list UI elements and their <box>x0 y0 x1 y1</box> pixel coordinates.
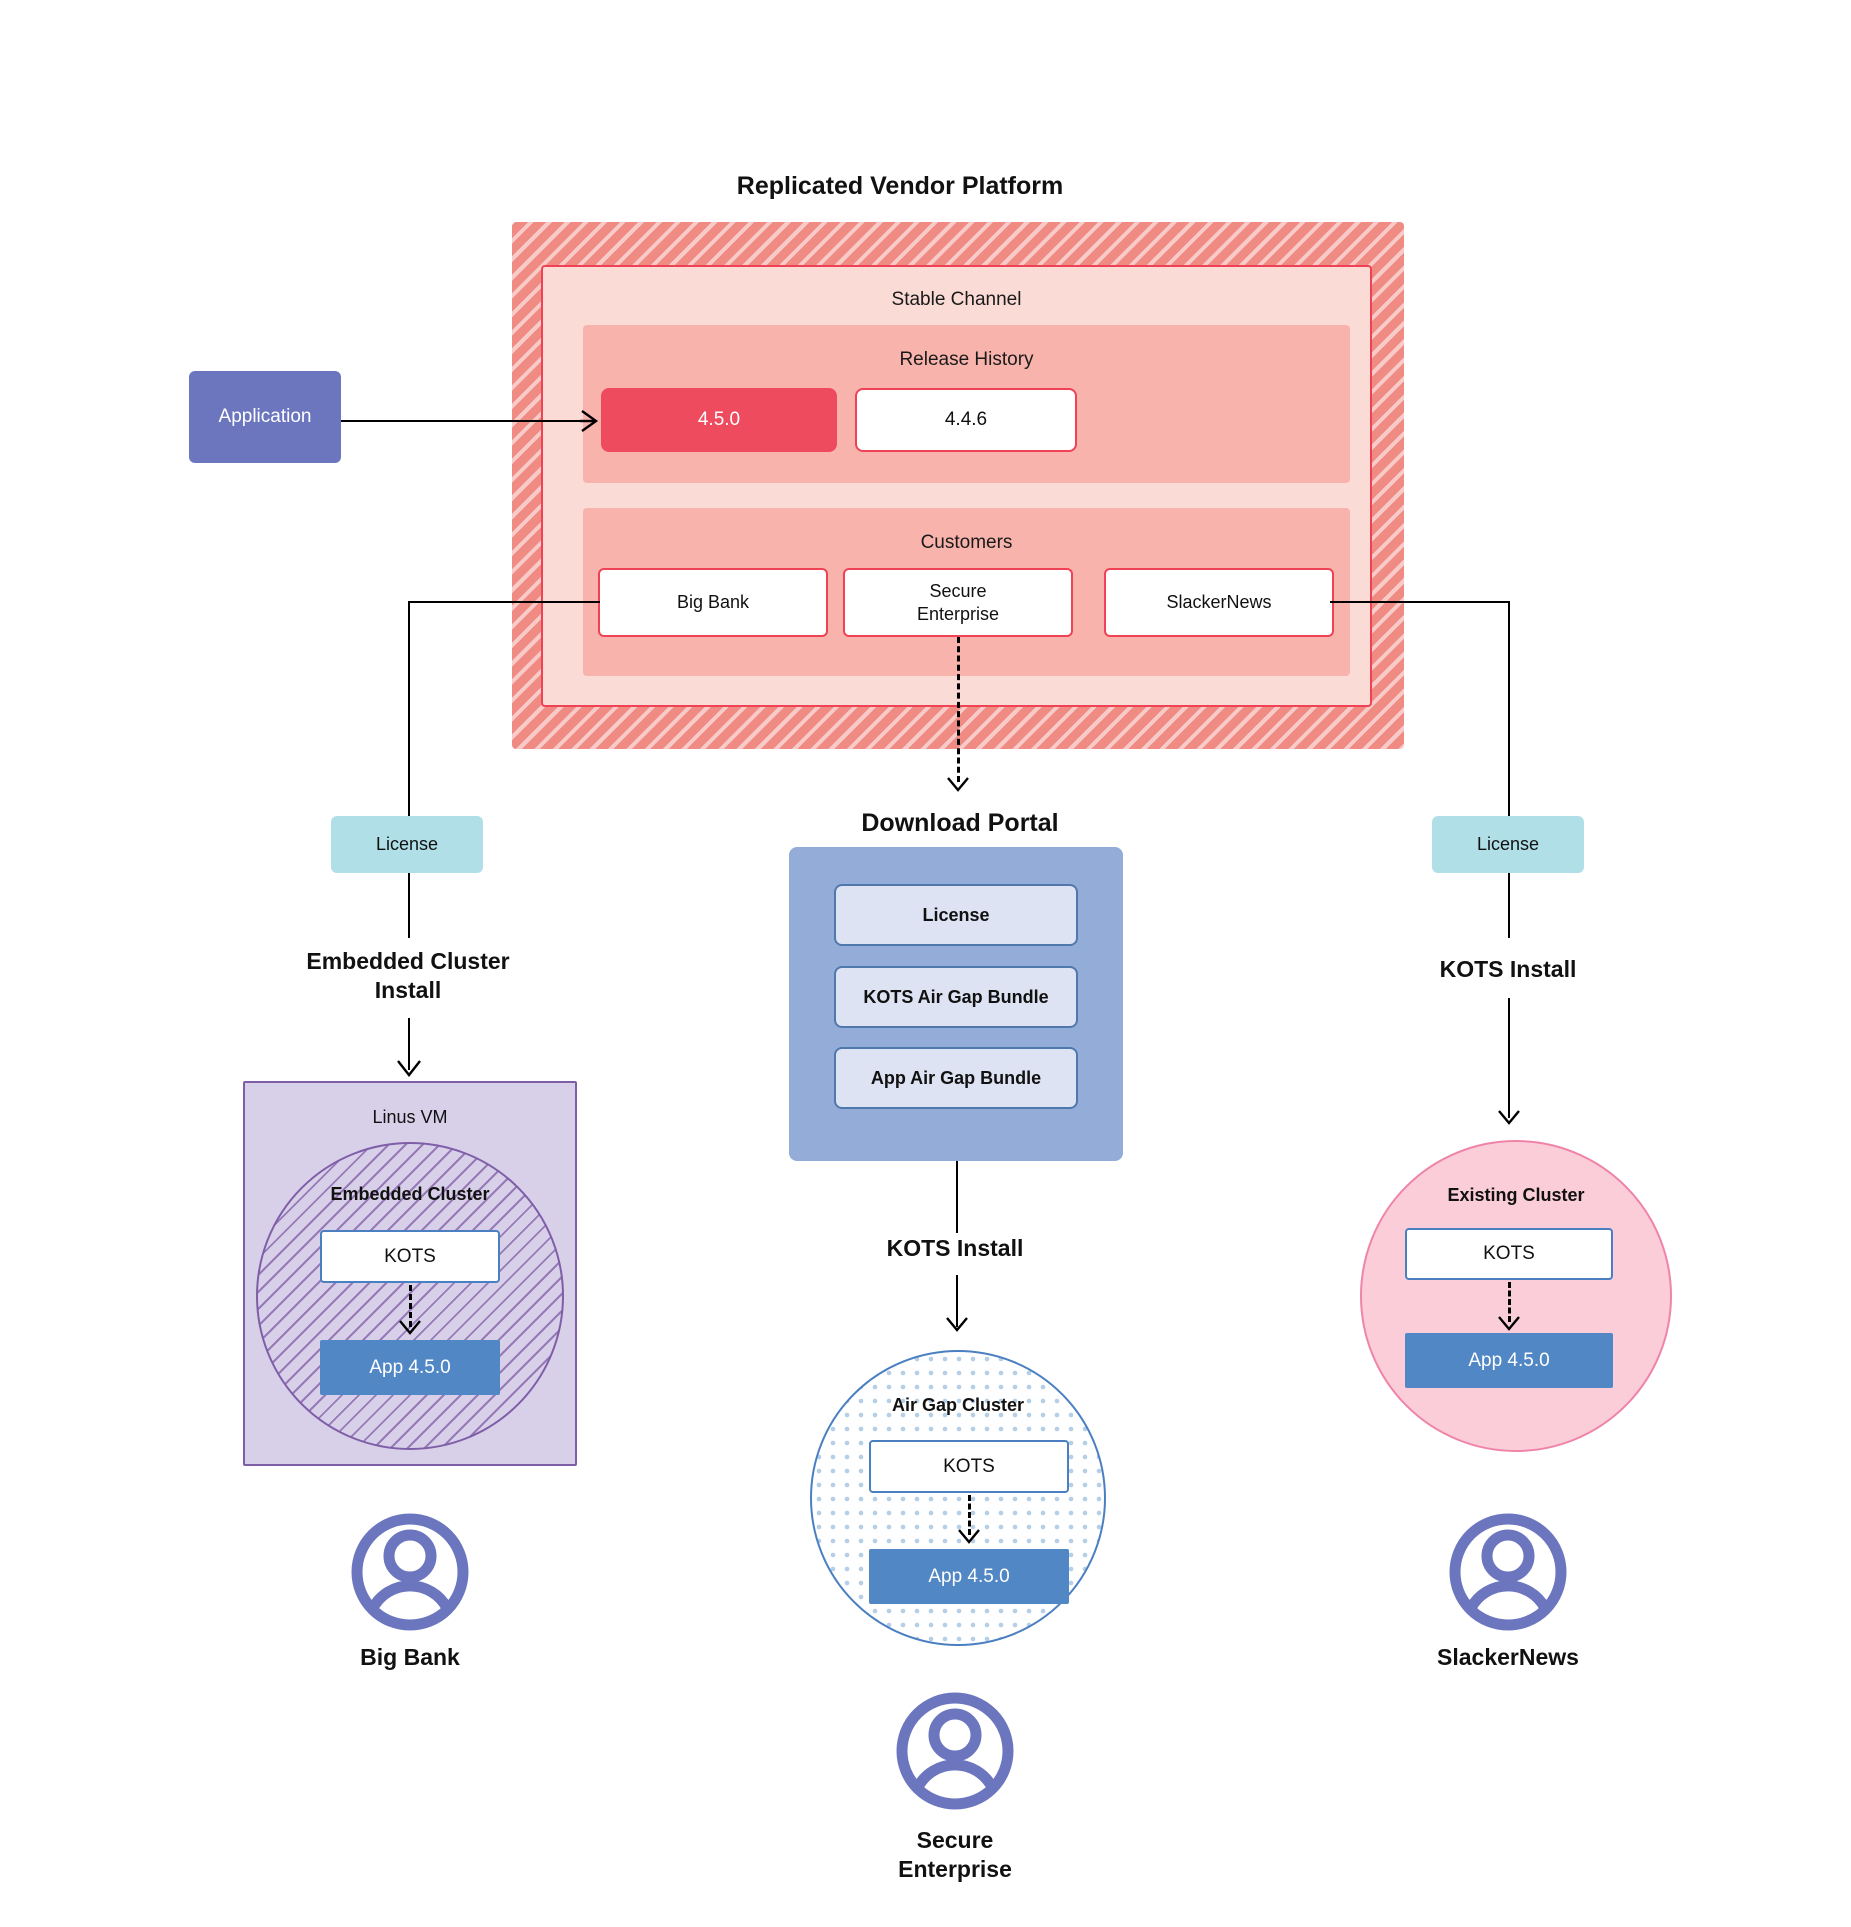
connector-slackernews-horizontal <box>1330 601 1510 603</box>
portal-item-app-air-gap-bundle[interactable]: App Air Gap Bundle <box>834 1047 1078 1109</box>
arrow-head-app-existing <box>1498 1316 1520 1331</box>
connector-kots-to-app-embedded <box>409 1285 412 1327</box>
customer-label: Big Bank <box>676 592 750 613</box>
person-label-secure-enterprise: Secure Enterprise <box>898 1827 1012 1882</box>
customer-box-secure-enterprise[interactable]: Secure Enterprise <box>843 568 1073 637</box>
portal-item-label: App Air Gap Bundle <box>870 1067 1042 1088</box>
connector-license-right-down <box>1508 873 1510 938</box>
release-history-heading: Release History <box>899 348 1034 370</box>
license-chip-left[interactable]: License <box>331 816 483 873</box>
existing-cluster-circle <box>1360 1140 1672 1452</box>
application-label: Application <box>218 406 312 428</box>
flow-label-embedded-cluster-install: Embedded Cluster Install <box>306 948 510 1003</box>
app-box-embedded[interactable]: App 4.5.0 <box>320 1340 500 1395</box>
arrow-head-linux-vm <box>397 1060 421 1077</box>
customer-box-big-bank[interactable]: Big Bank <box>598 568 828 637</box>
app-box-airgap[interactable]: App 4.5.0 <box>869 1549 1069 1604</box>
connector-to-airgap-cluster <box>956 1275 958 1327</box>
customers-heading: Customers <box>920 531 1013 553</box>
kots-box-existing[interactable]: KOTS <box>1405 1228 1613 1280</box>
download-portal-title: Download Portal <box>861 809 1059 838</box>
kots-label: KOTS <box>384 1245 436 1267</box>
portal-item-kots-air-gap-bundle[interactable]: KOTS Air Gap Bundle <box>834 966 1078 1028</box>
kots-box-embedded[interactable]: KOTS <box>320 1230 500 1283</box>
arrow-head-airgap-cluster <box>946 1317 968 1332</box>
kots-label: KOTS <box>943 1455 995 1477</box>
app-label: App 4.5.0 <box>369 1356 451 1378</box>
connector-slackernews-vertical <box>1508 601 1510 816</box>
arrow-head-app-embedded <box>399 1320 421 1335</box>
portal-item-label: License <box>922 904 990 925</box>
release-version-label: 4.4.6 <box>944 409 988 431</box>
stable-channel-heading: Stable Channel <box>891 289 1022 311</box>
release-item-current[interactable]: 4.5.0 <box>601 388 837 452</box>
arrow-head-app-airgap <box>958 1529 980 1544</box>
connector-portal-down <box>956 1161 958 1233</box>
flow-label-kots-install-right: KOTS Install <box>1439 955 1577 982</box>
license-label: License <box>1476 834 1540 855</box>
arrow-head-download-portal <box>947 777 969 792</box>
connector-bigbank-vertical <box>408 601 410 816</box>
flow-label-kots-install-center: KOTS Install <box>886 1234 1024 1261</box>
kots-box-airgap[interactable]: KOTS <box>869 1440 1069 1493</box>
arrow-head-existing-cluster <box>1498 1110 1520 1125</box>
license-label: License <box>375 834 439 855</box>
license-chip-right[interactable]: License <box>1432 816 1584 873</box>
person-circle-icon <box>351 1513 469 1631</box>
airgap-cluster-heading: Air Gap Cluster <box>891 1394 1025 1415</box>
kots-label: KOTS <box>1483 1243 1535 1265</box>
linux-vm-heading: Linus VM <box>372 1106 448 1127</box>
connector-kots-to-app-airgap <box>968 1495 971 1535</box>
existing-cluster-heading: Existing Cluster <box>1447 1184 1585 1205</box>
customer-box-slackernews[interactable]: SlackerNews <box>1104 568 1334 637</box>
portal-item-label: KOTS Air Gap Bundle <box>863 986 1049 1007</box>
connector-secure-enterprise-dashed <box>957 637 960 782</box>
app-label: App 4.5.0 <box>1468 1349 1550 1371</box>
connector-to-linux-vm <box>408 1018 410 1070</box>
person-label-big-bank: Big Bank <box>360 1643 460 1670</box>
app-label: App 4.5.0 <box>928 1565 1010 1587</box>
release-item-previous[interactable]: 4.4.6 <box>855 388 1077 452</box>
release-version-label: 4.5.0 <box>697 409 741 431</box>
application-box[interactable]: Application <box>189 371 341 463</box>
app-box-existing[interactable]: App 4.5.0 <box>1405 1333 1613 1388</box>
person-circle-icon <box>1449 1513 1567 1631</box>
connector-to-existing-cluster <box>1508 998 1510 1118</box>
customer-label: SlackerNews <box>1166 592 1272 613</box>
customer-label: Secure Enterprise <box>916 581 1000 624</box>
person-circle-icon <box>896 1692 1014 1810</box>
embedded-cluster-heading: Embedded Cluster <box>330 1183 490 1204</box>
page-title: Replicated Vendor Platform <box>736 172 1064 201</box>
connector-license-left-down <box>408 873 410 938</box>
connector-bigbank-horizontal <box>408 601 600 603</box>
connector-kots-to-app-existing <box>1508 1282 1511 1322</box>
arrow-head-application <box>580 410 599 432</box>
person-label-slackernews: SlackerNews <box>1437 1643 1579 1670</box>
portal-item-license[interactable]: License <box>834 884 1078 946</box>
connector-application-to-release <box>341 420 593 422</box>
